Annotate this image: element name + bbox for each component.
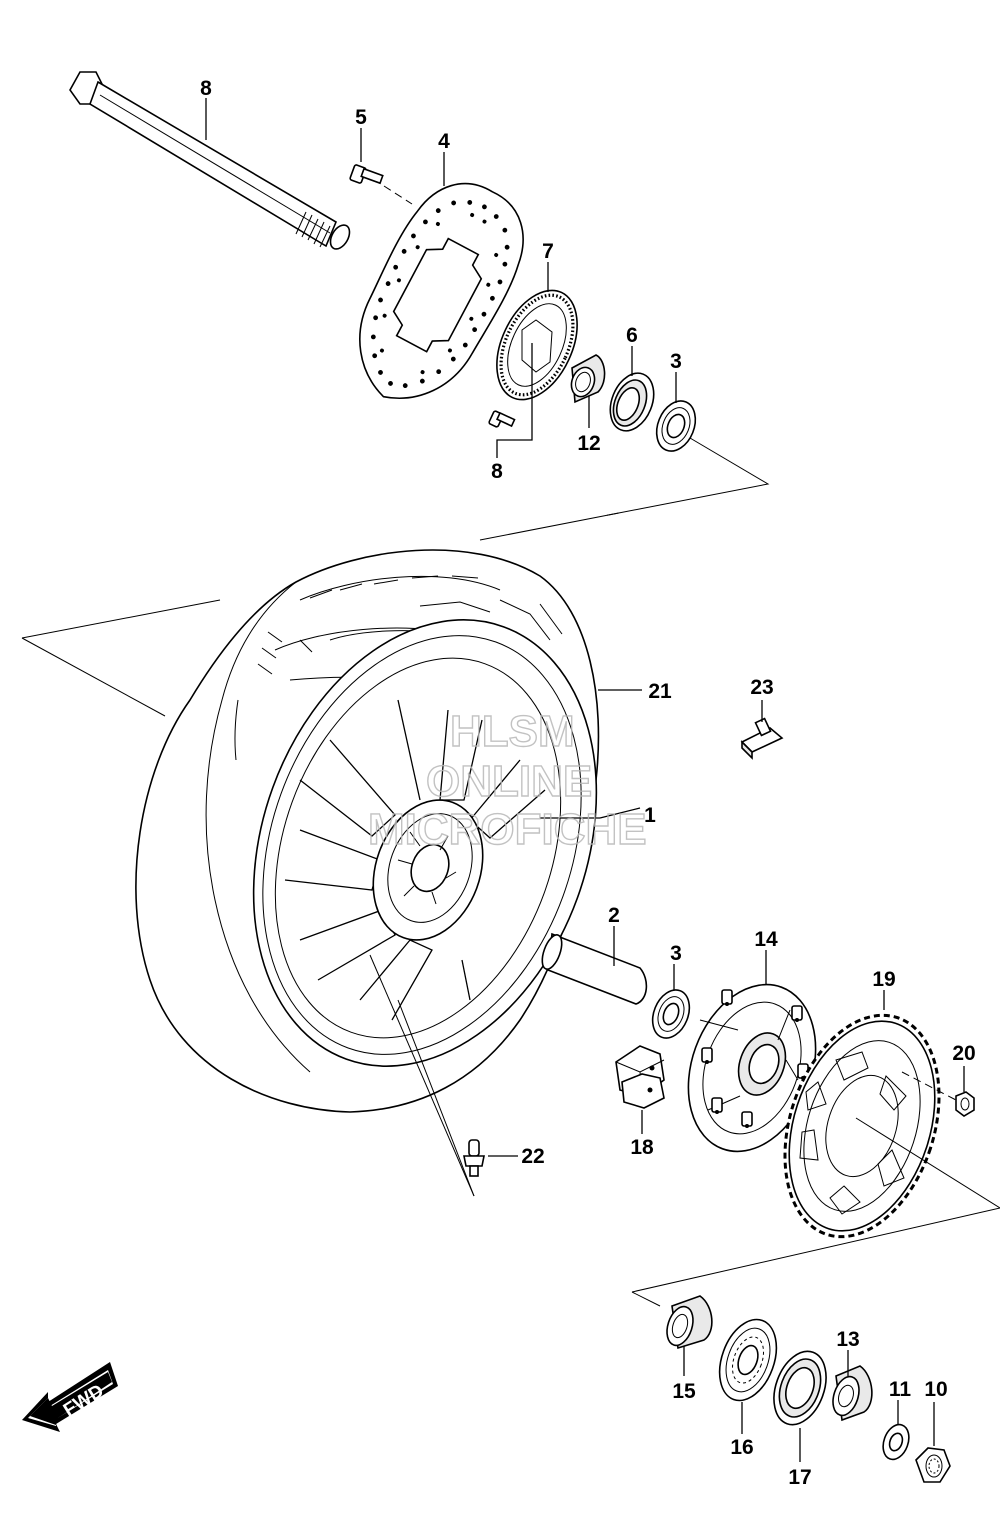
spacer-collar-part xyxy=(570,354,606,404)
fwd-arrow-icon: FWD xyxy=(22,1362,118,1432)
callout-19: 19 xyxy=(872,968,895,991)
tire-valve-part xyxy=(463,1139,485,1177)
abs-sensor-ring-part xyxy=(496,289,578,401)
callout-3-top: 3 xyxy=(670,350,682,373)
sprocket-nut-part xyxy=(955,1091,975,1117)
callout-17: 17 xyxy=(788,1466,811,1489)
axle-nut-part xyxy=(915,1447,951,1483)
callout-22: 22 xyxy=(521,1145,544,1168)
watermark-line-1: HLSM xyxy=(450,707,575,756)
callout-6: 5 xyxy=(355,106,367,129)
callout-8: 8 xyxy=(491,460,503,483)
callout-23: 23 xyxy=(750,676,773,699)
callout-16: 16 xyxy=(730,1436,753,1459)
watermark: HLSM ONLINE MICROFICHE xyxy=(367,706,647,854)
callout-1: 1 xyxy=(644,804,656,827)
callout-7: 7 xyxy=(542,240,554,263)
carrier-oil-seal-part xyxy=(773,1350,827,1426)
rear-wheel-rim-part xyxy=(252,619,598,1067)
callout-15: 15 xyxy=(672,1380,696,1403)
callout-4: 6 xyxy=(626,324,638,347)
callout-21: 21 xyxy=(648,680,672,703)
callout-13: 13 xyxy=(836,1328,859,1351)
watermark-line-3: MICROFICHE xyxy=(368,805,647,854)
sprocket-carrier-part xyxy=(687,983,817,1153)
balance-weight-part xyxy=(740,717,784,760)
carrier-bearing-part xyxy=(718,1318,778,1402)
carrier-collar-part xyxy=(666,1295,713,1350)
callout-10: 10 xyxy=(924,1378,947,1401)
axle-washer-part xyxy=(882,1423,910,1461)
carrier-spacer-part xyxy=(832,1365,873,1422)
callout-14: 14 xyxy=(754,928,778,951)
hub-damper-part xyxy=(615,1045,665,1109)
hub-spacer-part xyxy=(541,932,648,1005)
abs-ring-screw-part xyxy=(488,410,516,428)
callout-5: 4 xyxy=(438,130,450,153)
wheel-bearing-part xyxy=(655,400,697,452)
wheel-bearing-part-lower xyxy=(651,989,691,1039)
callout-20: 20 xyxy=(952,1042,975,1065)
oil-seal-part xyxy=(609,372,655,432)
callout-labels: 8 5 4 7 6 3 12 8 21 23 1 2 14 3 19 20 18… xyxy=(200,77,976,1489)
callout-9: 8 xyxy=(200,77,212,100)
rear-axle-part xyxy=(69,71,351,250)
callout-2: 2 xyxy=(608,904,620,927)
watermark-line-2: ONLINE xyxy=(426,757,592,806)
brake-disc-part xyxy=(359,182,524,399)
callout-3-bottom: 3 xyxy=(670,942,682,965)
disc-bolt-part xyxy=(349,164,384,185)
rear-sprocket-part xyxy=(783,1013,941,1239)
callout-12: 12 xyxy=(577,432,600,455)
callout-18: 18 xyxy=(630,1136,654,1159)
callout-11: 11 xyxy=(889,1378,912,1401)
